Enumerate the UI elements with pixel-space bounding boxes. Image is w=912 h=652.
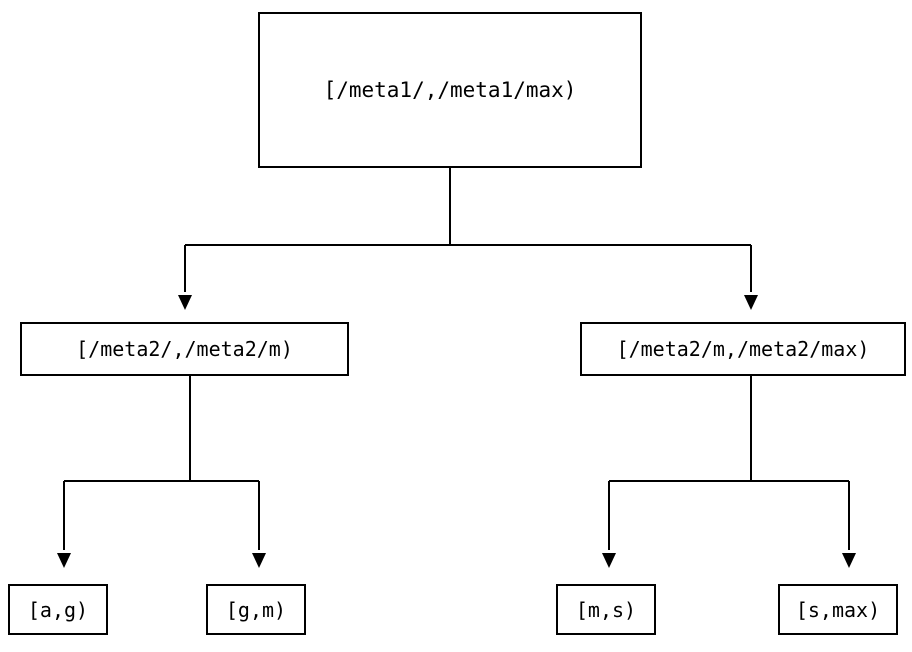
arrowhead-icon-leaf-ms [602, 553, 616, 568]
edge-right-to-leaves [602, 376, 856, 568]
node-root[interactable]: [/meta1/,/meta1/max) [258, 12, 642, 168]
node-leaf-s-max-label: [s,max) [795, 597, 881, 622]
node-level2-left[interactable]: [/meta2/,/meta2/m) [20, 322, 349, 376]
arrowhead-icon-leaf-gm [252, 553, 266, 568]
node-leaf-m-s-label: [m,s) [575, 597, 637, 622]
node-root-label: [/meta1/,/meta1/max) [323, 77, 577, 102]
node-leaf-g-m[interactable]: [g,m) [206, 584, 306, 635]
node-level2-left-label: [/meta2/,/meta2/m) [76, 337, 293, 361]
node-level2-right-label: [/meta2/m,/meta2/max) [616, 337, 870, 361]
node-leaf-a-g-label: [a,g) [27, 597, 89, 622]
node-leaf-g-m-label: [g,m) [225, 597, 287, 622]
arrowhead-icon-leaf-smax [842, 553, 856, 568]
edge-root-to-level2 [178, 168, 758, 310]
arrowhead-icon-root-left [178, 295, 192, 310]
node-leaf-s-max[interactable]: [s,max) [778, 584, 898, 635]
arrowhead-icon-leaf-ag [57, 553, 71, 568]
node-leaf-m-s[interactable]: [m,s) [556, 584, 656, 635]
edge-left-to-leaves [57, 376, 266, 568]
arrowhead-icon-root-right [744, 295, 758, 310]
node-level2-right[interactable]: [/meta2/m,/meta2/max) [580, 322, 906, 376]
node-leaf-a-g[interactable]: [a,g) [8, 584, 108, 635]
